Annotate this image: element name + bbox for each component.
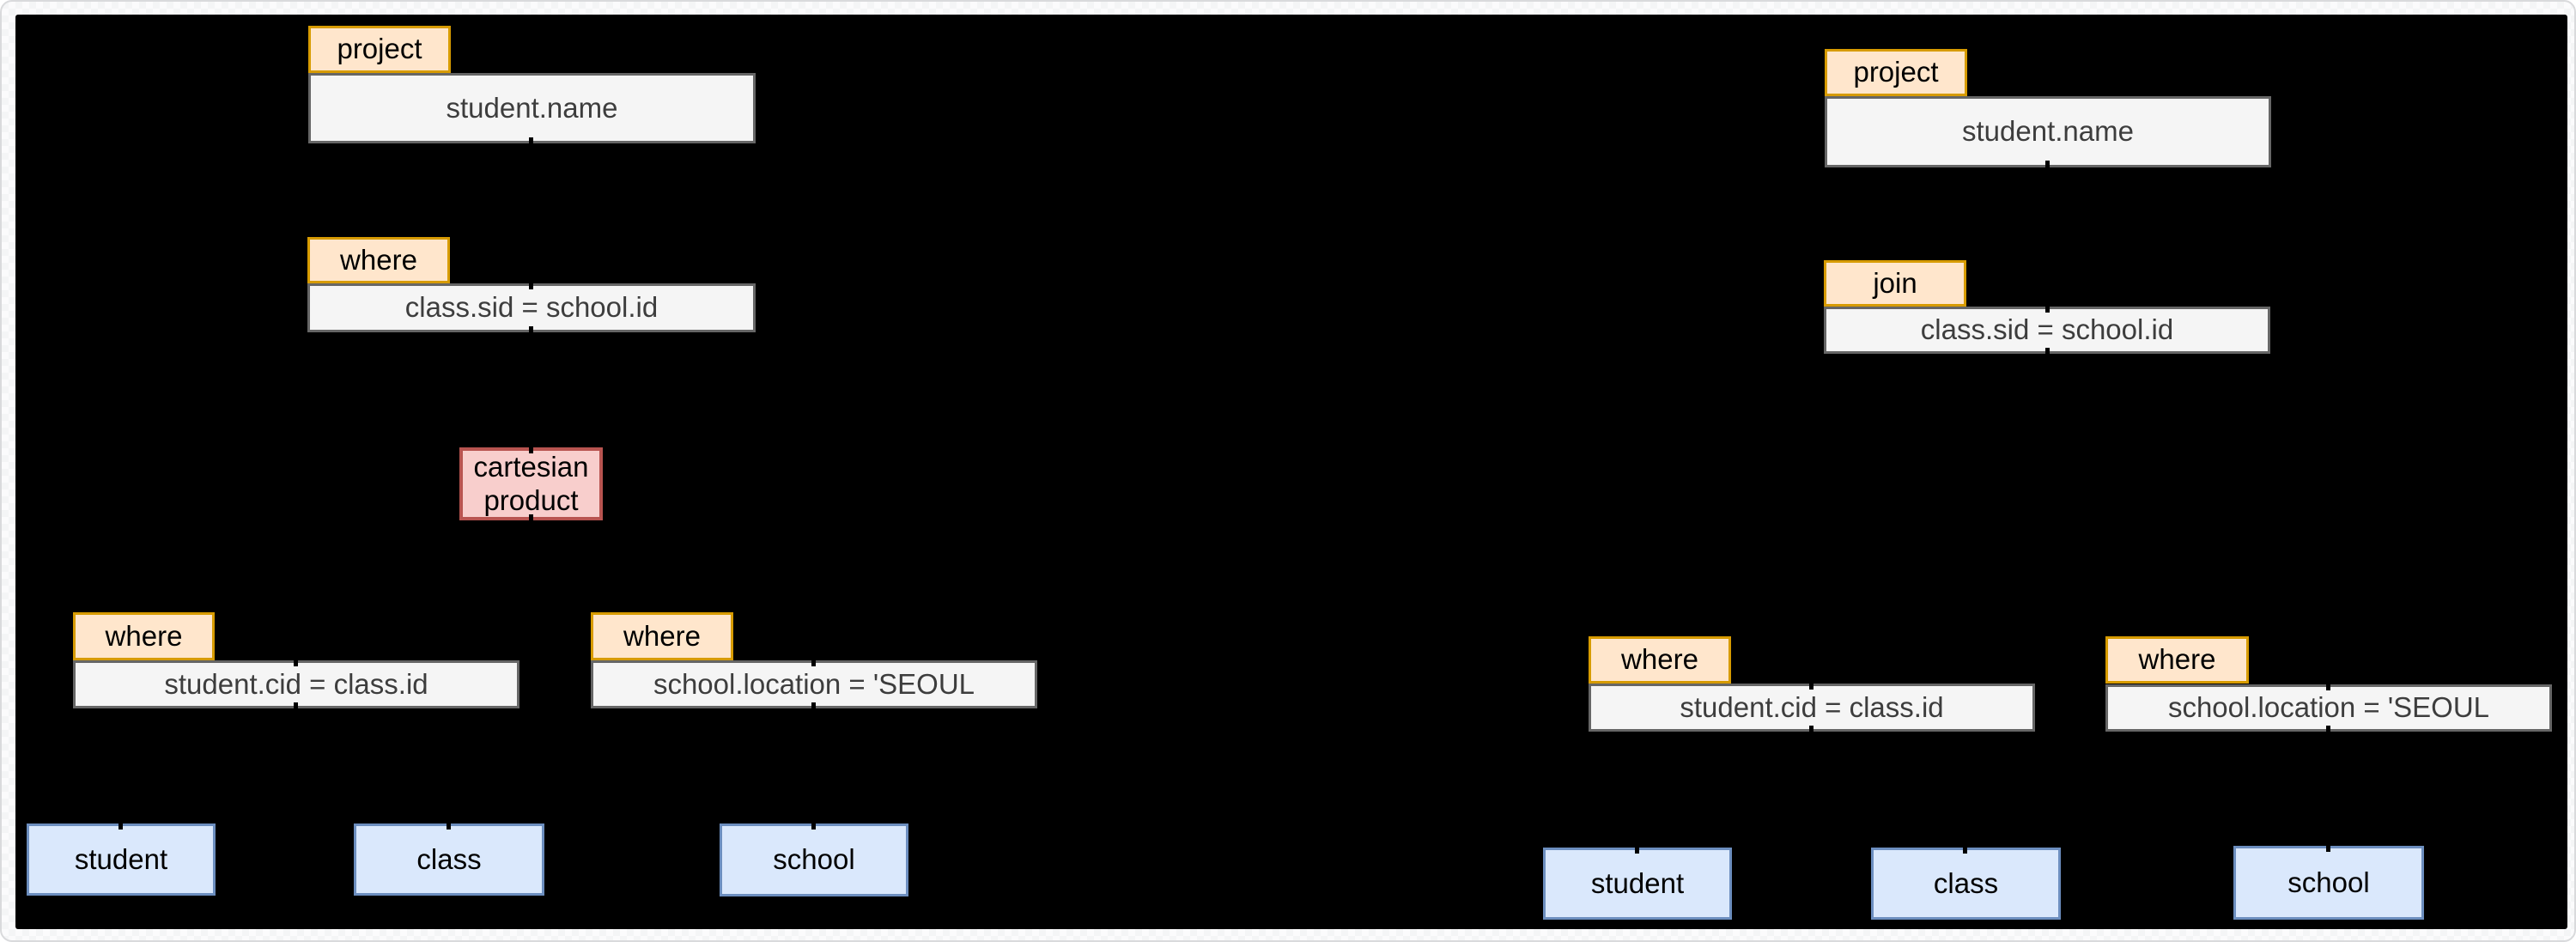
edge-endpoint-tick [294,702,298,714]
edge-endpoint-tick [2045,301,2050,313]
join-predicate-box[interactable]: class.sid = school.id [1824,307,2270,354]
right-where-student-predicate-box[interactable]: student.cid = class.id [1589,684,2035,732]
edge-endpoint-tick [294,654,298,666]
edge-endpoint-tick [811,817,816,830]
edge-endpoint-tick [529,137,533,149]
left-project-operand-box[interactable]: student.name [308,73,756,143]
edge-endpoint-tick [2326,678,2330,690]
edge-endpoint-tick [118,817,123,830]
edge-endpoint-tick [529,514,533,526]
left-table-class[interactable]: class [354,823,544,896]
right-where-student-operator-label[interactable]: where [1589,636,1731,684]
right-where-school-operator-label[interactable]: where [2105,636,2249,684]
edge-endpoint-tick [447,817,451,830]
edge-endpoint-tick [1635,842,1639,854]
left-where-school-operator-label[interactable]: where [591,612,733,660]
edge-endpoint-tick [529,441,533,453]
left-where-student-predicate-box[interactable]: student.cid = class.id [73,660,519,708]
left-where-top-operator-label[interactable]: where [307,237,450,283]
edge-endpoint-tick [1809,726,1814,738]
join-operator-label[interactable]: join [1824,260,1966,307]
left-where-student-operator-label[interactable]: where [73,612,215,660]
edge-endpoint-tick [2045,348,2050,360]
diagram-canvas: project student.name where class.sid = s… [15,15,2567,929]
edge-endpoint-tick [811,702,816,714]
right-table-class[interactable]: class [1871,848,2061,920]
edge-endpoint-tick [2326,840,2330,852]
right-project-operator-label[interactable]: project [1825,49,1967,96]
left-where-school-predicate-box[interactable]: school.location = 'SEOUL [591,660,1037,708]
edge-endpoint-tick [2326,726,2330,738]
edge-endpoint-tick [2045,161,2050,173]
right-where-school-predicate-box[interactable]: school.location = 'SEOUL [2105,684,2552,732]
cartesian-product-node[interactable]: cartesian product [459,447,603,520]
right-project-operand-box[interactable]: student.name [1825,96,2271,167]
edge-endpoint-tick [529,326,533,338]
right-table-student[interactable]: student [1543,848,1732,920]
right-table-school[interactable]: school [2233,846,2424,920]
left-project-operator-label[interactable]: project [308,26,451,73]
left-table-school[interactable]: school [720,823,908,896]
edge-endpoint-tick [811,654,816,666]
edge-endpoint-tick [1809,678,1814,690]
edge-endpoint-tick [1963,842,1967,854]
edge-endpoint-tick [529,277,533,289]
left-where-top-predicate-box[interactable]: class.sid = school.id [307,283,756,332]
left-table-student[interactable]: student [27,823,216,896]
